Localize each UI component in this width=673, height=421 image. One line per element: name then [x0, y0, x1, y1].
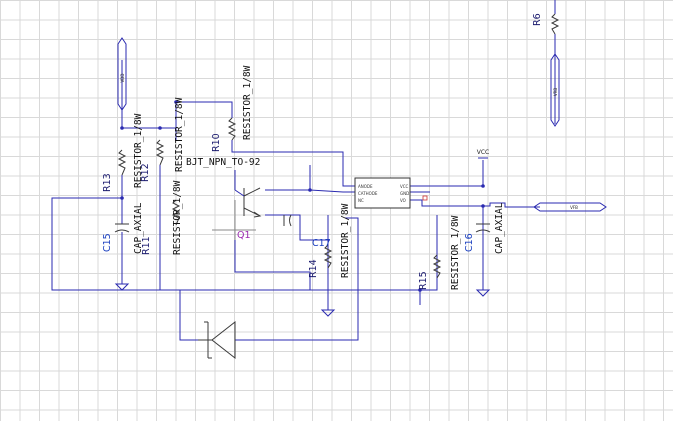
c15-value: CAP_AXIAL [133, 202, 144, 254]
opto-pin-vcc: VCC [400, 184, 409, 189]
c15-label: C15 [102, 233, 113, 252]
opto-pin-anode: ANODE [358, 184, 373, 189]
r10-label: R10 [211, 133, 222, 152]
wire-q1-emitter [234, 240, 311, 290]
wire-opto-cathode [309, 189, 355, 193]
junctions [120, 100, 485, 292]
r13-label: R13 [102, 173, 113, 192]
r15-label: R15 [418, 271, 429, 290]
r12-label: R12 [140, 163, 151, 182]
resistor-r15[interactable]: R15 RESISTOR_1/8W [418, 215, 461, 290]
opto-pin-nc: NC [358, 198, 364, 203]
wire-top-r10 [176, 101, 233, 118]
q1-value: BJT_NPN_TO-92 [186, 157, 260, 168]
r12-value: RESISTOR_1/8W [174, 97, 185, 172]
wire-diode-right [235, 217, 359, 341]
vdd-flag[interactable]: VDD [117, 37, 127, 111]
resistor-r11[interactable]: R11 RESISTOR_1/8W [141, 180, 183, 255]
wire-vdd-rail [121, 60, 176, 129]
vfb-label: VFB [570, 205, 578, 210]
vrb-label: VRB [553, 88, 558, 97]
q1-label: Q1 [237, 230, 251, 241]
resistor-r10[interactable]: R10 RESISTOR_1/8W [211, 65, 253, 152]
c17-label: C17 [312, 238, 331, 249]
wire-vo-vfb [410, 199, 540, 208]
ground-icon [114, 283, 130, 291]
ground-icon [320, 309, 336, 317]
wire-q1-out [265, 165, 311, 191]
c16-value: CAP_AXIAL [494, 202, 505, 254]
r11-label: R11 [141, 236, 152, 255]
capacitor-c17[interactable]: C17 [283, 214, 331, 249]
capacitor-c16[interactable]: C16 CAP_AXIAL [464, 202, 505, 254]
vcc-label: VCC [477, 149, 489, 156]
r6-label: R6 [532, 13, 543, 26]
wire-r15 [420, 215, 438, 291]
opto-pin-cathode: CATHODE [358, 191, 378, 196]
resistor-r14[interactable]: R14 RESISTOR_1/8W [308, 203, 351, 278]
r13-value: RESISTOR_1/8W [133, 113, 144, 188]
capacitor-c15[interactable]: C15 CAP_AXIAL [102, 202, 144, 254]
resistor-r13[interactable]: R13 RESISTOR_1/8W [102, 113, 144, 192]
wire-gnd-bus [180, 289, 421, 305]
wire-c17 [265, 214, 330, 241]
opto-pin-vo: VO [400, 198, 406, 203]
resistor-r12[interactable]: R12 RESISTOR_1/8W [140, 97, 185, 182]
vrb-flag[interactable]: VRB [550, 53, 560, 127]
r15-value: RESISTOR_1/8W [450, 215, 461, 290]
opto-pin-gnd: GND [400, 191, 409, 196]
r10-value: RESISTOR_1/8W [242, 65, 253, 140]
r14-label: R14 [308, 259, 319, 278]
wire-c15-loop [51, 197, 198, 341]
resistor-r6[interactable]: R6 [532, 13, 560, 35]
wires [51, 0, 556, 341]
c16-label: C16 [464, 233, 475, 252]
wire-r10-opto [231, 140, 355, 187]
ground-icon [475, 289, 491, 297]
r14-value: RESISTOR_1/8W [340, 203, 351, 278]
wire-opto-vcc [410, 160, 484, 187]
diode[interactable] [198, 320, 236, 360]
r11-value: RESISTOR_1/8W [172, 180, 183, 255]
vfb-flag[interactable]: VFB [533, 202, 607, 212]
transistor-q1[interactable]: Q1 BJT_NPN_TO-92 [186, 157, 262, 241]
optocoupler[interactable]: ANODE CATHODE NC VCC GND VO [354, 177, 428, 209]
vdd-label: VDD [120, 74, 125, 83]
vcc-flag[interactable]: VCC [477, 149, 489, 159]
